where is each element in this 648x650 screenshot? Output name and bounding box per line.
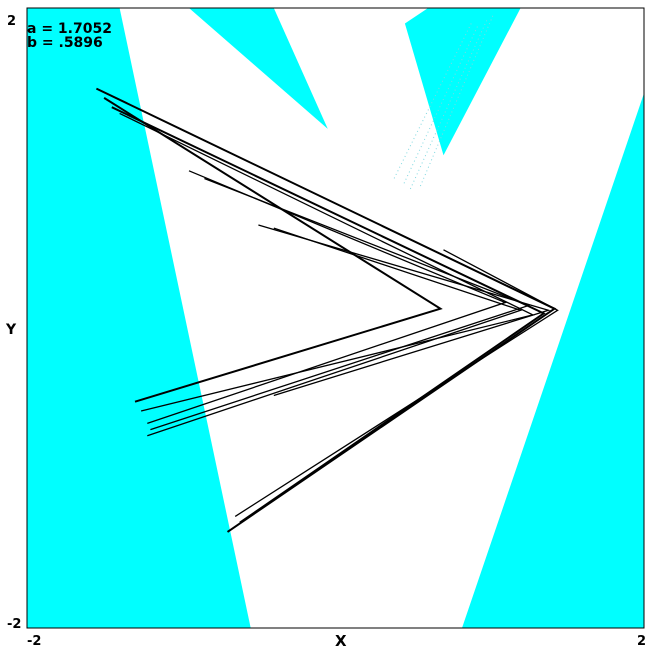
- attractor-path-1: [103, 97, 443, 403]
- basin-region-top-center-basin: [189, 8, 328, 129]
- plot-frame: [26, 7, 645, 629]
- basin-regions: [27, 8, 644, 629]
- attractor-path-4: [150, 177, 531, 431]
- param-a-label: a = 1.7052: [27, 21, 112, 37]
- streak-line-2: [419, 15, 494, 187]
- attractor-path-3: [147, 170, 508, 425]
- plot-area: [26, 7, 645, 629]
- basin-region-right-basin: [462, 93, 644, 629]
- y-tick-bottom: -2: [7, 617, 21, 632]
- streak-line-0: [393, 23, 472, 179]
- attractor-path-2: [111, 106, 546, 524]
- y-axis-label: Y: [5, 322, 17, 338]
- param-b-label: b = .5896: [27, 35, 103, 51]
- y-tick-top: 2: [7, 14, 16, 29]
- attractor-path-7: [234, 249, 559, 517]
- basin-region-top-right-basin: [404, 8, 521, 156]
- basin-region-left-basin: [27, 8, 251, 628]
- streak-lines: [393, 15, 494, 192]
- attractor-paths: [95, 87, 559, 533]
- x-axis-label: X: [335, 632, 347, 650]
- x-tick-right: 2: [637, 634, 646, 649]
- attractor-path-6: [258, 224, 551, 397]
- x-tick-left: -2: [27, 634, 41, 649]
- attractor-path-8: [147, 227, 523, 437]
